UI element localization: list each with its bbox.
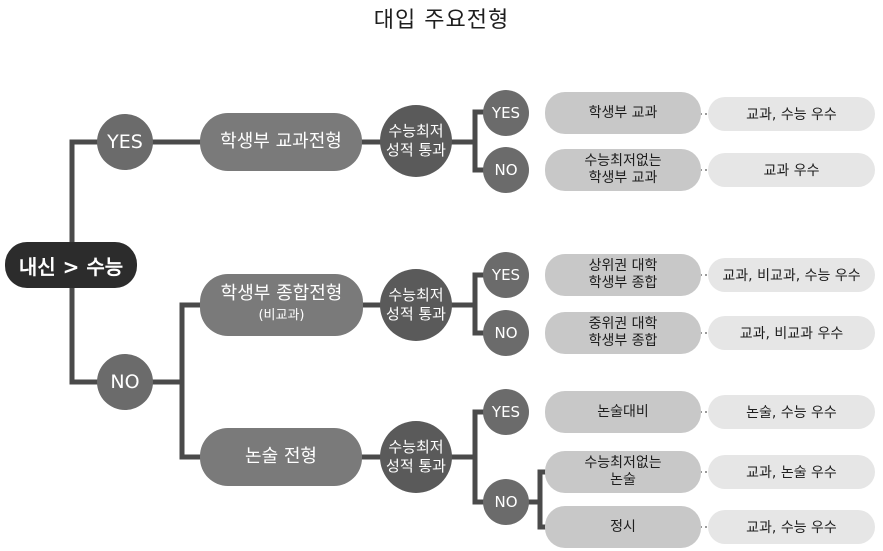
- answer-subject-yes: YES: [483, 90, 529, 136]
- criteria-subject-no: 수능최저없는 학생부 교과: [545, 149, 701, 191]
- root-node: 내신 > 수능: [5, 242, 137, 288]
- result-subject-no: 교과 우수: [708, 153, 875, 187]
- result-essay-no-1: 교과, 논술 우수: [708, 455, 875, 489]
- answer-subject-no: NO: [483, 147, 529, 193]
- criteria-essay-yes: 논술대비: [545, 391, 701, 433]
- result-subject-yes: 교과, 수능 우수: [708, 97, 875, 131]
- answer-essay-yes: YES: [483, 389, 529, 435]
- criteria-comp-no: 중위권 대학 학생부 종합: [545, 312, 701, 354]
- track-subject: 학생부 교과전형: [200, 113, 362, 171]
- question-subject-circle: 수능최저 성적 통과: [380, 105, 452, 177]
- criteria-essay-no-1: 수능최저없는 논술: [545, 451, 701, 493]
- criteria-comp-yes: 상위권 대학 학생부 종합: [545, 254, 701, 296]
- track-essay: 논술 전형: [200, 428, 362, 486]
- question-essay-circle: 수능최저 성적 통과: [380, 421, 452, 493]
- answer-comp-no: NO: [483, 310, 529, 356]
- criteria-essay-no-2: 정시: [545, 506, 701, 548]
- result-essay-no-2: 교과, 수능 우수: [708, 510, 875, 544]
- track-comprehensive-sub: (비교과): [258, 308, 305, 323]
- result-comp-no: 교과, 비교과 우수: [708, 316, 875, 350]
- result-comp-yes: 교과, 비교과, 수능 우수: [708, 258, 875, 292]
- result-essay-yes: 논술, 수능 우수: [708, 395, 875, 429]
- branch-no-circle: NO: [97, 354, 153, 410]
- criteria-subject-yes: 학생부 교과: [545, 92, 701, 134]
- branch-yes-circle: YES: [97, 114, 153, 170]
- answer-comp-yes: YES: [483, 252, 529, 298]
- diagram-title: 대입 주요전형: [373, 8, 510, 33]
- track-comprehensive: 학생부 종합전형 (비교과): [200, 274, 363, 336]
- answer-essay-no: NO: [483, 479, 529, 525]
- track-comprehensive-label: 학생부 종합전형: [220, 283, 343, 304]
- question-comprehensive-circle: 수능최저 성적 통과: [380, 269, 452, 341]
